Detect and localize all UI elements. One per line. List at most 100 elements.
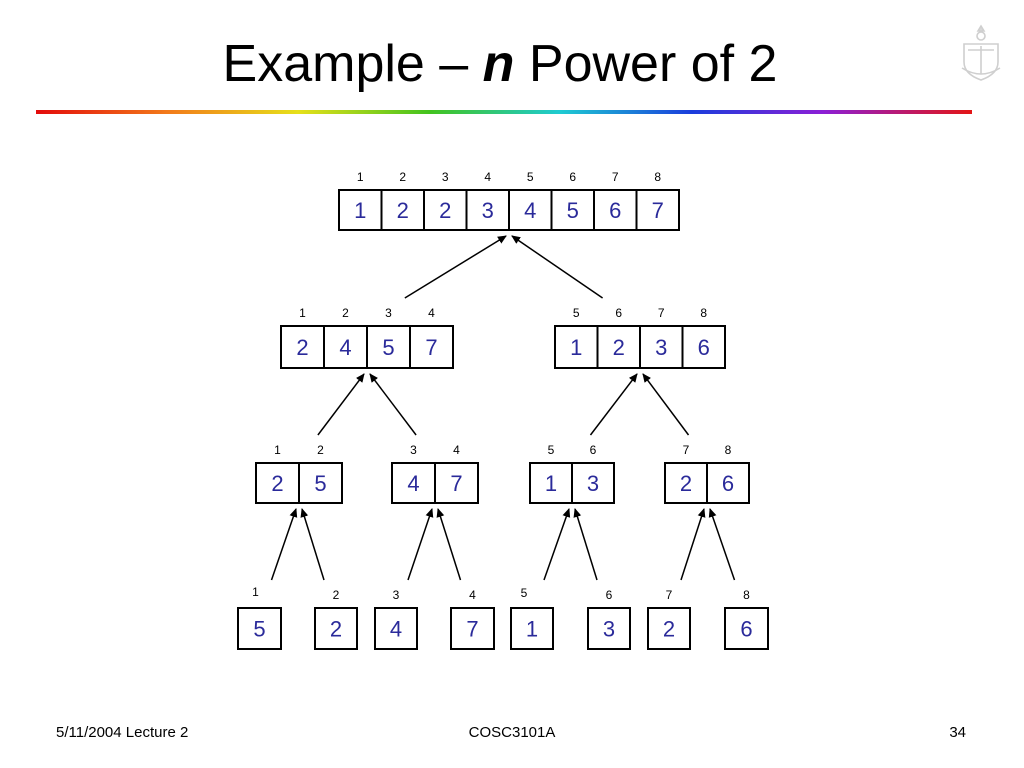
- cell-value: 7: [466, 617, 478, 642]
- index-label: 1: [252, 585, 259, 599]
- index-label: 3: [385, 306, 392, 320]
- array-box: [237, 607, 282, 650]
- university-crest-icon: [961, 24, 1001, 81]
- index-label: 5: [573, 306, 580, 320]
- index-label: 8: [725, 443, 732, 457]
- cell-value: 2: [680, 471, 692, 496]
- array-node-leaf-8: 68: [724, 588, 769, 650]
- index-label: 3: [410, 443, 417, 457]
- footer-slide-number: 34: [949, 724, 966, 741]
- index-label: 4: [428, 306, 435, 320]
- merge-arrow: [642, 373, 690, 436]
- merge-arrows-left-half: [317, 373, 417, 436]
- index-label: 1: [299, 306, 306, 320]
- merge-arrow: [404, 235, 507, 299]
- title-suffix: Power of 2: [514, 35, 778, 93]
- cell-value: 2: [613, 335, 625, 360]
- cell-value: 5: [567, 198, 579, 223]
- cell-value: 3: [603, 617, 615, 642]
- index-label: 7: [658, 306, 665, 320]
- index-label: 5: [521, 586, 528, 600]
- array-box: [510, 607, 554, 650]
- array-node-leaf-2: 22: [314, 588, 358, 650]
- merge-arrows-pair-78: [680, 508, 736, 581]
- merge-arrow: [511, 235, 604, 299]
- cell-value: 1: [570, 335, 582, 360]
- title-variable-n: n: [482, 35, 515, 93]
- cell-value: 6: [698, 335, 710, 360]
- array-node-leaf-3: 43: [374, 588, 418, 650]
- index-label: 1: [274, 443, 281, 457]
- index-label: 5: [548, 443, 555, 457]
- cell-value: 1: [526, 617, 538, 642]
- cell-value: 5: [382, 335, 394, 360]
- merge-arrow: [589, 373, 638, 436]
- cell-value: 3: [482, 198, 494, 223]
- index-label: 8: [743, 588, 750, 602]
- cell-value: 2: [296, 335, 308, 360]
- array-node-left-half: 2 4 5 7 1 2 3 4: [280, 306, 454, 369]
- title-divider-rainbow: [36, 110, 972, 114]
- merge-arrow: [407, 508, 434, 581]
- merge-arrow: [543, 508, 571, 581]
- array-node-leaf-1: 51: [237, 585, 282, 650]
- merge-arrow: [680, 508, 706, 581]
- index-label: 7: [683, 443, 690, 457]
- array-node-leaf-6: 36: [587, 588, 631, 650]
- cell-value: 7: [450, 471, 462, 496]
- index-label: 6: [615, 306, 622, 320]
- title-prefix: Example –: [222, 35, 483, 93]
- cell-value: 6: [740, 617, 752, 642]
- array-node-pair-12: 2 5 1 2: [255, 443, 343, 504]
- merge-arrows-pair-12: [270, 508, 325, 581]
- cell-value: 5: [253, 617, 265, 642]
- merge-arrow: [300, 508, 325, 581]
- array-box: [724, 607, 769, 650]
- cell-value: 7: [425, 335, 437, 360]
- merge-arrow: [369, 373, 417, 436]
- cell-value: 4: [390, 617, 402, 642]
- index-label: 2: [399, 170, 406, 184]
- index-label: 7: [612, 170, 619, 184]
- merge-arrow: [270, 508, 298, 581]
- cell-value: 2: [663, 617, 675, 642]
- cell-value: 4: [339, 335, 351, 360]
- cell-value: 3: [655, 335, 667, 360]
- merge-arrow: [708, 508, 736, 581]
- cell-value: 2: [439, 198, 451, 223]
- merge-arrows-pair-56: [543, 508, 598, 581]
- array-box: [587, 607, 631, 650]
- cell-value: 7: [652, 198, 664, 223]
- index-label: 1: [357, 170, 364, 184]
- merge-arrow: [573, 508, 598, 581]
- array-box: [647, 607, 691, 650]
- index-label: 6: [569, 170, 576, 184]
- merge-arrows-pair-34: [407, 508, 462, 581]
- cell-value: 5: [314, 471, 326, 496]
- index-label: 4: [469, 588, 476, 602]
- merge-arrow: [317, 373, 365, 436]
- merge-arrows-root: [404, 235, 604, 299]
- index-label: 2: [342, 306, 349, 320]
- index-label: 6: [590, 443, 597, 457]
- cell-value: 2: [397, 198, 409, 223]
- cell-value: 6: [722, 471, 734, 496]
- index-label: 5: [527, 170, 534, 184]
- index-label: 3: [442, 170, 449, 184]
- merge-arrows-right-half: [589, 373, 690, 436]
- index-label: 7: [666, 588, 673, 602]
- cell-value: 3: [587, 471, 599, 496]
- array-node-leaf-5: 15: [510, 586, 554, 650]
- array-node-leaf-7: 27: [647, 588, 691, 650]
- footer-date-lecture: 5/11/2004 Lecture 2: [56, 724, 189, 741]
- index-label: 8: [654, 170, 661, 184]
- array-box: [450, 607, 495, 650]
- array-node-pair-78: 2 6 7 8: [664, 443, 750, 504]
- cell-value: 1: [354, 198, 366, 223]
- index-label: 2: [333, 588, 340, 602]
- index-label: 2: [317, 443, 324, 457]
- cell-value: 2: [271, 471, 283, 496]
